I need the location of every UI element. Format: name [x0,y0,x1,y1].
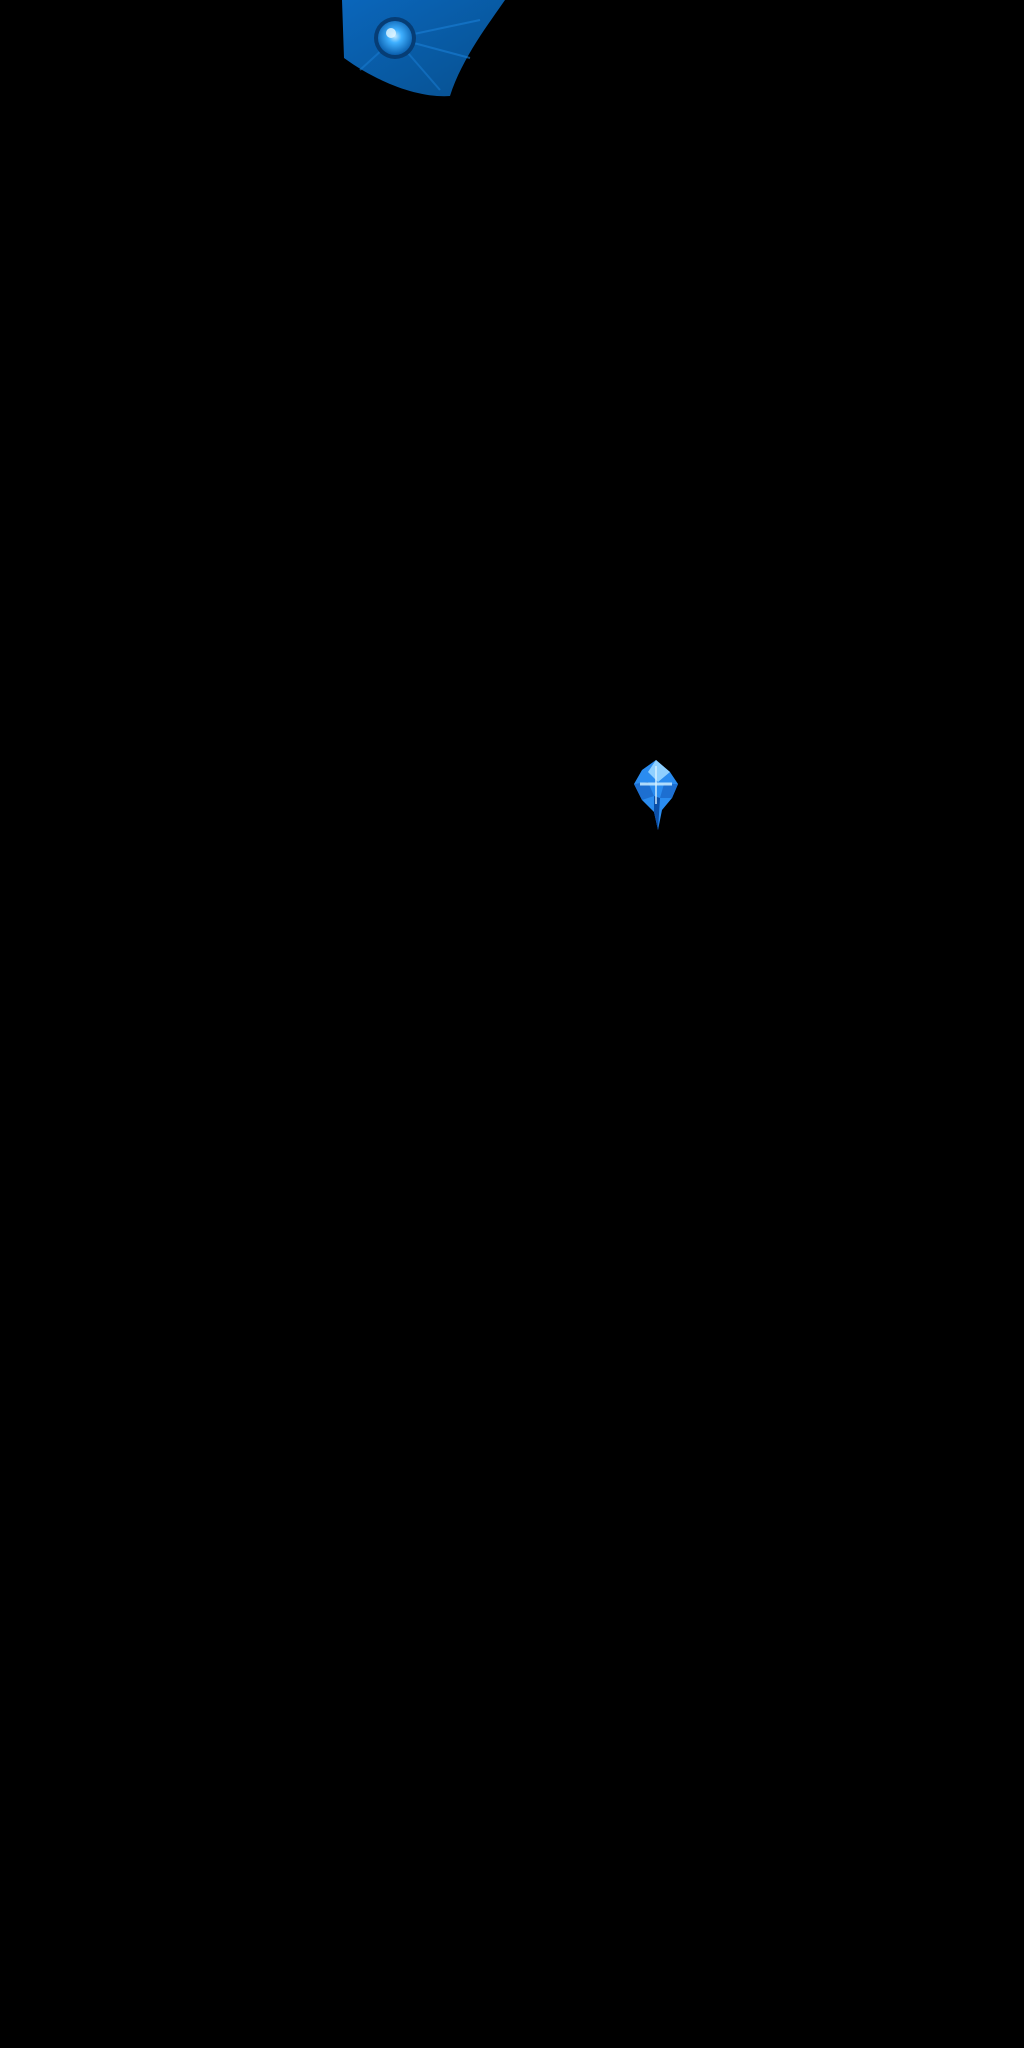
blue-crystal-icon [634,760,678,830]
blue-wing-orb-sprite [342,0,505,97]
